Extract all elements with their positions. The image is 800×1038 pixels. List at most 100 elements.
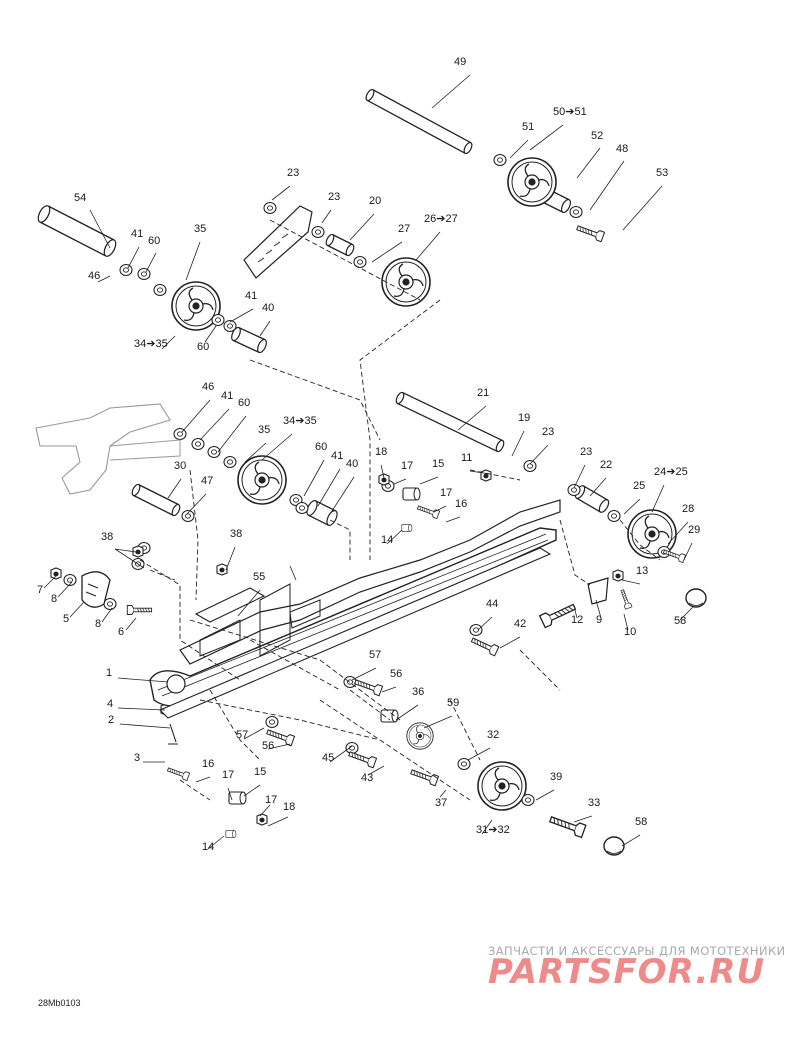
callout-label: 41 — [221, 390, 234, 402]
callout-label: 4 — [107, 698, 114, 710]
leader-line — [431, 74, 471, 109]
guide-line — [359, 299, 441, 560]
washer — [265, 715, 279, 729]
callout-label: 29 — [688, 524, 701, 536]
guide-line — [149, 569, 176, 581]
callout-label: 60 — [238, 397, 251, 409]
leader-line — [529, 124, 564, 151]
callout-label: 40 — [262, 302, 275, 314]
leader-line — [329, 476, 355, 515]
leader-line — [595, 599, 602, 619]
washer — [607, 509, 621, 523]
leader-line — [573, 815, 593, 823]
frame-brackets — [199, 599, 321, 657]
leader-line — [386, 529, 403, 545]
callout-label: 9 — [596, 614, 603, 626]
leader-line — [114, 548, 145, 569]
callout-label: 16 — [202, 758, 215, 770]
callout-label: 23 — [287, 167, 300, 179]
frame-upright — [259, 583, 291, 657]
bracket-36 — [380, 709, 399, 723]
callout-label: 28 — [682, 503, 695, 515]
washer — [295, 501, 309, 515]
callout-label: 2 — [108, 714, 115, 726]
rear-bracket-plate — [243, 205, 313, 279]
leader-line — [329, 745, 353, 763]
leader-line — [589, 160, 625, 211]
guide-line — [249, 359, 381, 441]
washer — [567, 483, 581, 497]
washer — [345, 741, 359, 755]
cap-58-upper — [685, 588, 707, 608]
leader-line — [529, 444, 549, 465]
callout-label: 36 — [412, 686, 425, 698]
bolt-56-upper — [353, 676, 384, 697]
spacer-plate-55 — [194, 587, 266, 623]
watermark-subtitle: ЗАПЧАСТИ И АКСЕССУАРЫ ДЛЯ МОТОТЕХНИКИ — [488, 944, 786, 958]
leader-line — [237, 589, 261, 617]
axle-54 — [37, 205, 117, 257]
nut — [216, 563, 228, 576]
callout-label: 35 — [258, 424, 271, 436]
callout-label: 47 — [201, 475, 214, 487]
callout-label: 59 — [447, 697, 460, 709]
callout-label: 56 — [262, 740, 275, 752]
washer — [153, 283, 167, 297]
callout-label: 46 — [202, 381, 215, 393]
callout-label: 49 — [454, 56, 467, 68]
leader-line — [481, 819, 493, 835]
idler-wheel-31 — [477, 761, 527, 811]
callout-label: 60 — [197, 341, 210, 353]
bolt-10 — [618, 588, 633, 610]
leader-lines — [43, 74, 695, 850]
callout-label: 5 — [63, 613, 70, 625]
leader-line — [89, 209, 111, 249]
callout-label: 18 — [375, 446, 388, 458]
slide-rail-2 — [149, 527, 557, 707]
leader-line — [433, 505, 447, 513]
leader-line — [317, 468, 341, 507]
leader-line — [145, 252, 157, 273]
callout-label: 34➔35 — [134, 338, 168, 350]
leader-line — [225, 546, 236, 571]
shaft-21 — [395, 391, 505, 453]
frame-rail — [179, 499, 561, 665]
leader-line — [380, 464, 385, 479]
washer — [521, 793, 535, 807]
guide-line — [469, 469, 521, 481]
callout-label: 45 — [322, 752, 335, 764]
leader-line — [127, 246, 140, 269]
callout-label: 23 — [328, 191, 341, 203]
rear-bracket-holes — [257, 233, 289, 263]
guide-line — [449, 699, 481, 761]
idler-wheel-59 — [406, 722, 434, 750]
callout-label: 41 — [245, 290, 258, 302]
leader-line — [589, 477, 607, 497]
leader-line — [623, 498, 641, 515]
callout-label: 20 — [369, 195, 382, 207]
callout-label: 53 — [656, 167, 669, 179]
leader-line — [381, 686, 397, 693]
callout-label: 8 — [95, 618, 102, 630]
front-arm-sketch-2 — [109, 439, 181, 461]
callout-label: 3 — [134, 752, 141, 764]
bolt-53 — [575, 222, 606, 243]
leader-line — [623, 613, 629, 631]
guide-line — [329, 519, 351, 560]
callout-label: 7 — [37, 584, 44, 596]
leader-line — [243, 784, 261, 797]
washer — [223, 319, 237, 333]
idler-wheel-50 — [507, 157, 557, 207]
leader-line — [114, 548, 137, 553]
bolt-33 — [547, 812, 587, 839]
nut — [378, 473, 390, 486]
leader-line — [367, 765, 385, 776]
callout-label: 27 — [398, 223, 411, 235]
washer — [137, 267, 151, 281]
shaft-30 — [131, 483, 181, 517]
leader-line — [181, 399, 211, 433]
callout-label: 58 — [635, 816, 648, 828]
callout-label: 18 — [283, 801, 296, 813]
leader-line — [351, 667, 377, 681]
leader-line — [622, 185, 663, 231]
